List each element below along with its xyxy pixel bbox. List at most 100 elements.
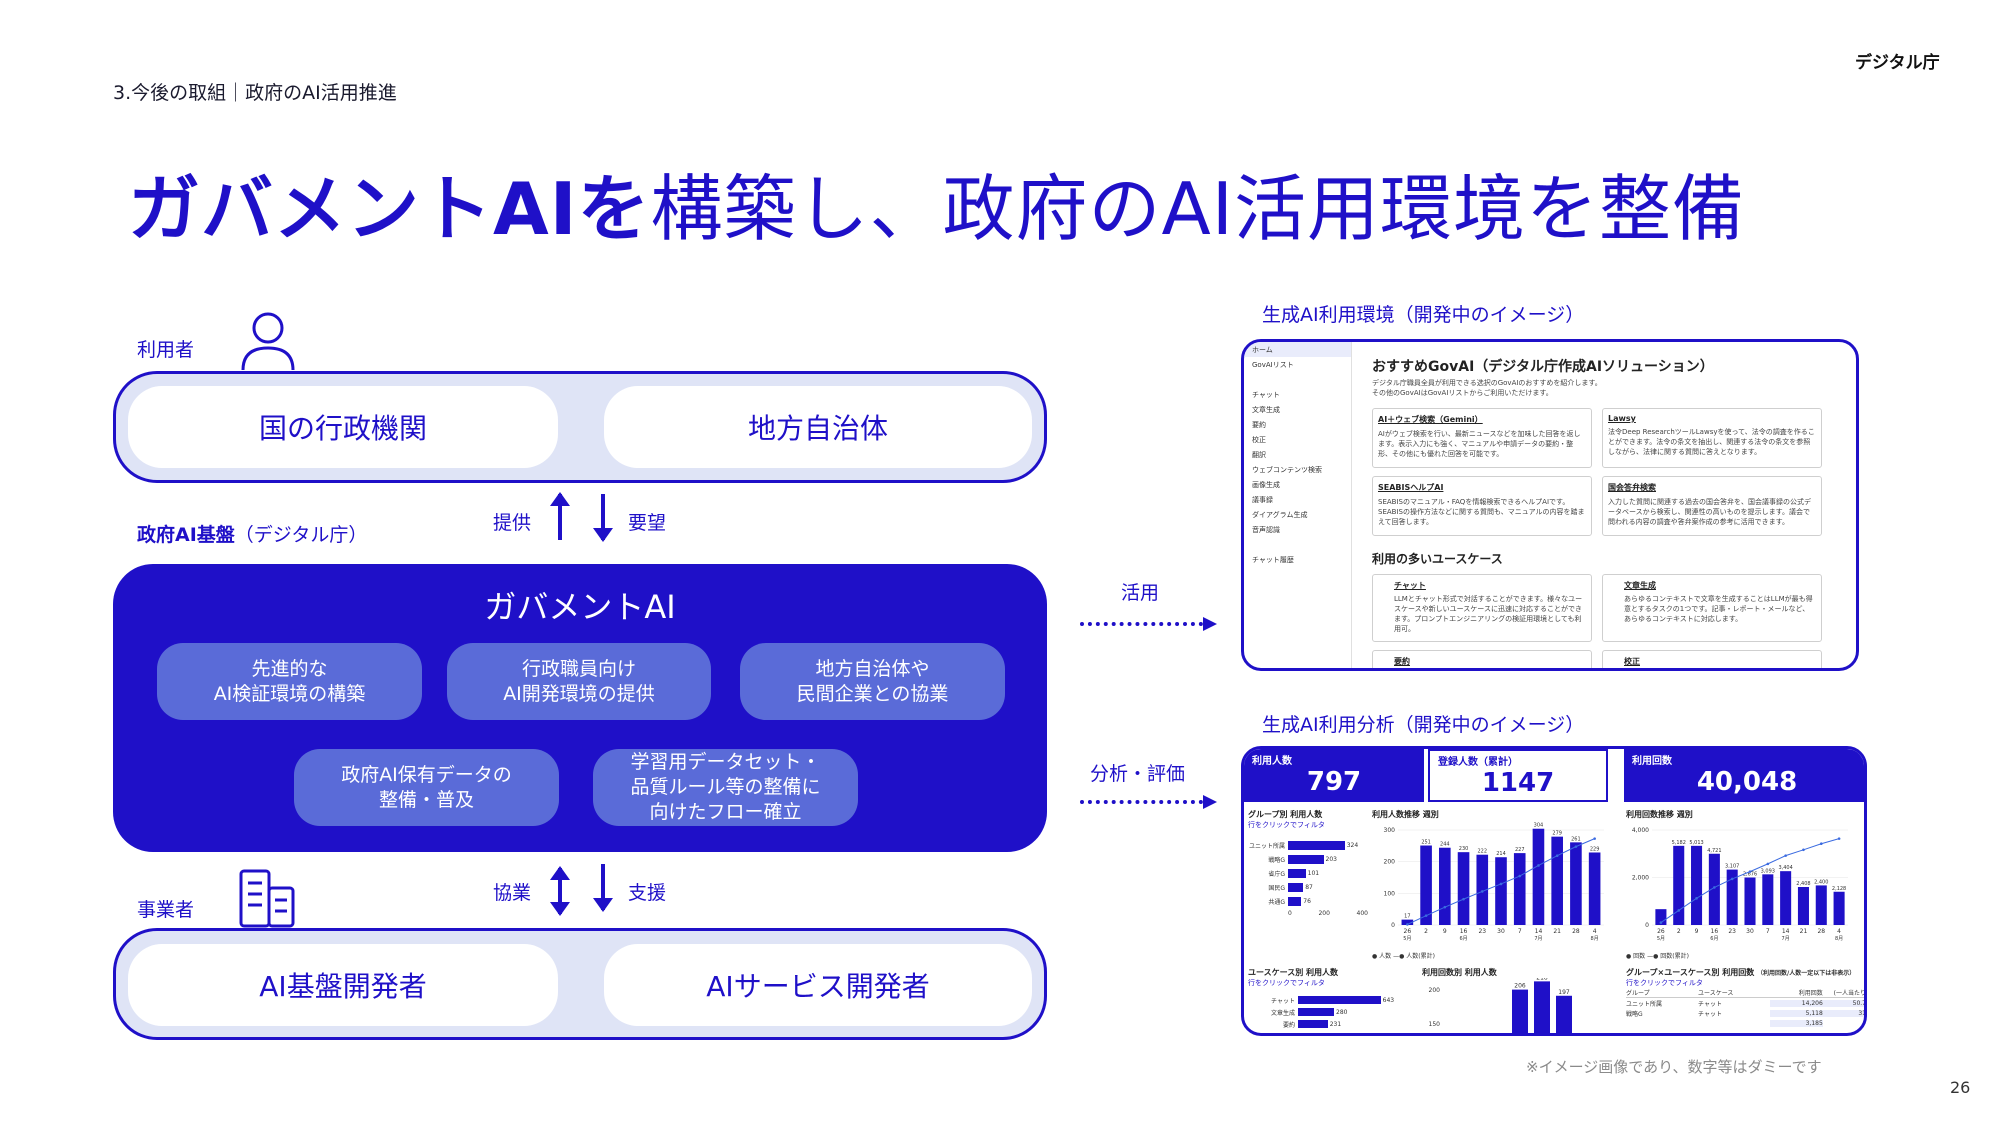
table-cell: 14,206	[1770, 999, 1823, 1007]
feature-line: 地方自治体や	[815, 657, 930, 680]
bar-value: 76	[1303, 897, 1311, 905]
table-row[interactable]: 3,185	[1626, 1018, 1864, 1028]
mock-card: Lawsy 法令Deep ResearchツールLawsyを使って、法令の調査を…	[1602, 408, 1822, 468]
mock-analytics-caption: 生成AI利用分析（開発中のイメージ）	[1262, 714, 1585, 736]
y-tick-label: 2,000	[1632, 875, 1649, 882]
x-tick-sublabel: 5月	[1403, 936, 1411, 942]
x-tick-label: 2	[1424, 928, 1428, 935]
legend: ● 人数 —● 人数(累計)	[1372, 953, 1435, 960]
mock-sidebar-item: 要約	[1252, 420, 1266, 429]
x-tick-label: 4	[1837, 928, 1841, 935]
feature-card: 学習用データセット・品質ルール等の整備に向けたフロー確立	[593, 749, 858, 826]
x-tick-label: 14	[1535, 928, 1543, 935]
data-label: 214	[1496, 851, 1506, 857]
mock-usecase-card: 要約	[1372, 650, 1592, 668]
x-tick-label: 9	[1443, 928, 1447, 935]
table-header-cell: 利用回数	[1798, 990, 1823, 997]
bar	[1439, 847, 1451, 925]
feature-line: 整備・普及	[378, 788, 474, 811]
panel-subtitle: 行をクリックでフィルタ	[1626, 979, 1703, 987]
mock-sidebar-item: 校正	[1252, 435, 1266, 444]
x-tick-label: 30	[1497, 928, 1505, 935]
bar	[1288, 868, 1306, 878]
mock-card: AI＋ウェブ検索（Gemini） AIがウェブ検索を行い、最新ニュースなどを加味…	[1372, 408, 1592, 468]
x-tick-label: 26	[1657, 928, 1665, 935]
mock-card-title: 国会答弁検索	[1608, 483, 1656, 492]
mock-sidebar-item	[1244, 372, 1351, 387]
axis-tick: 200	[1318, 910, 1330, 917]
mock-sidebar-item: チャット	[1252, 390, 1280, 399]
cumulative-point	[1424, 914, 1428, 917]
table-cell: 5,118	[1770, 1009, 1823, 1017]
data-label: 3,107	[1725, 864, 1739, 870]
vendors-label: 事業者	[137, 899, 195, 921]
x-tick-sublabel: 8月	[1835, 936, 1843, 942]
cumulative-point	[1406, 923, 1409, 926]
bar	[1815, 885, 1827, 925]
bar-value: 280	[1336, 1008, 1348, 1016]
flow-arrow-icon	[1080, 795, 1217, 809]
mock-heading: おすすめGovAI（デジタル庁作成AIソリューション）	[1372, 359, 1714, 375]
mock-usecase-card: 校正	[1602, 650, 1822, 668]
data-label: 230	[1459, 846, 1469, 852]
bar	[1534, 981, 1550, 1033]
bar	[1570, 842, 1582, 925]
arrow-down-icon	[593, 864, 613, 912]
feature-line: AI開発環境の提供	[503, 682, 655, 705]
mock-card-body: 入力した質問に関連する過去の国会答弁を、国会議事録の公式データベースから検索し、…	[1608, 498, 1811, 526]
x-tick-label: 23	[1728, 928, 1736, 935]
arrow-down-icon	[593, 494, 613, 542]
y-tick-label: 100	[1384, 890, 1396, 897]
group-usecase-table: グループ×ユースケース別 利用回数 （利用回数/人数一定以下は非表示） 行をクリ…	[1626, 967, 1864, 1033]
bar	[1495, 857, 1507, 925]
bar	[1726, 869, 1738, 925]
table-cell: チャット	[1698, 1000, 1722, 1008]
x-tick-label: 9	[1695, 928, 1699, 935]
breadcrumb: 3.今後の取組｜政府のAI活用推進	[113, 82, 397, 104]
table-cell: 31	[1822, 1009, 1864, 1017]
mock-usecase-body: あらゆるコンテキストで文章を生成することはLLMが最も得意とするタスクの1つです…	[1624, 595, 1813, 623]
data-label: 218	[1536, 978, 1548, 981]
axis-tick: 400	[1356, 910, 1368, 917]
cumulative-point	[1555, 854, 1559, 858]
bar	[1673, 845, 1685, 925]
table-cell: 3,185	[1770, 1019, 1823, 1027]
bar	[1420, 845, 1432, 925]
bar-value: 87	[1305, 883, 1313, 891]
x-tick-label: 16	[1711, 928, 1719, 935]
mock-card-body: AIがウェブ検索を行い、最新ニュースなどを加味した回答を返します。表示入力にも強…	[1378, 430, 1581, 458]
bar-value: 324	[1346, 841, 1359, 849]
cumulative-point	[1695, 897, 1698, 900]
page-title-rest: 構築し、政府のAI活用環境を整備	[650, 167, 1746, 251]
legend: ● 回数 —● 回数(累計)	[1626, 953, 1689, 960]
bar	[1780, 871, 1792, 925]
mock-card: SEABISヘルプAI SEABISのマニュアル・FAQを情報検索できるヘルプA…	[1372, 476, 1592, 536]
user-local-gov: 地方自治体	[604, 386, 1032, 468]
data-label: 2,676	[1743, 872, 1757, 878]
axis-tick: 0	[1288, 910, 1292, 917]
data-label: 17	[1404, 914, 1410, 920]
page-title-bold: ガバメントAIを	[128, 167, 651, 251]
bar	[1401, 919, 1414, 925]
data-label: 3,093	[1761, 868, 1775, 874]
cumulative-point	[1730, 877, 1734, 881]
count-trend-chart: 02,0004,000265月5,18225,01394,721166月3,10…	[1632, 827, 1848, 942]
cumulative-point	[1480, 890, 1484, 893]
stat-label: 利用人数	[1252, 756, 1292, 767]
bar	[1513, 853, 1526, 925]
cumulative-point	[1462, 897, 1465, 901]
page-title: ガバメントAIを構築し、政府のAI活用環境を整備	[128, 150, 1745, 255]
